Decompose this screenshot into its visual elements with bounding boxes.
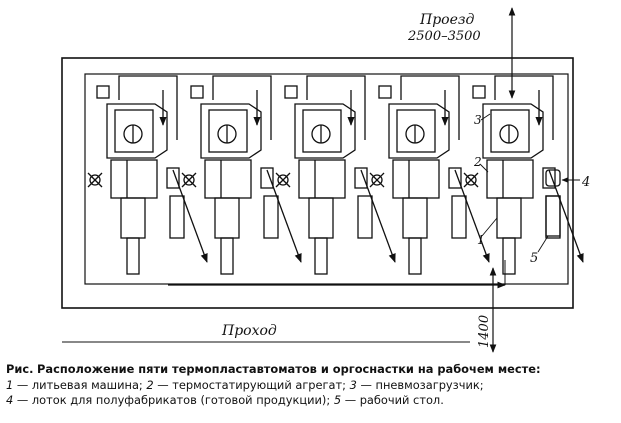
operator-path [454, 169, 490, 263]
injection-cylinder [204, 159, 252, 199]
feed-pipe [118, 75, 178, 140]
thermostat-unit [451, 195, 467, 239]
caption-legend-line-1: 1 — литьевая машина; 2 — термостатирующи… [6, 378, 618, 394]
feed-pipe [306, 75, 366, 140]
tray-box [542, 167, 556, 189]
mold-inner [114, 109, 154, 153]
mold-head [294, 103, 356, 159]
hopper-square [190, 85, 204, 99]
operator-path [360, 169, 396, 263]
machine-1 [87, 75, 208, 275]
prokhod-label: Проход [221, 323, 277, 339]
operator-path [266, 169, 302, 263]
valve-icon [183, 174, 195, 186]
inner-work-area [84, 73, 569, 285]
screw-housing [308, 197, 334, 239]
legend-2-num: 2 [146, 377, 154, 392]
machines-group [87, 75, 584, 275]
callout-1: 1 [477, 233, 485, 247]
machine-4 [369, 75, 490, 275]
mold-head [388, 103, 450, 159]
feed-pipe [494, 75, 554, 140]
tray-box [354, 167, 368, 189]
screw-housing [496, 197, 522, 239]
operator-path [548, 169, 584, 263]
injection-cylinder [486, 159, 534, 199]
product-tray [545, 169, 561, 187]
valve-cross-b [181, 172, 197, 188]
mold-inner [490, 109, 530, 153]
callout-1-leader [481, 217, 498, 237]
legend-5-text: — рабочий стол. [344, 393, 444, 407]
tray-box [260, 167, 274, 189]
valve-cross-b [275, 172, 291, 188]
screw-housing [402, 197, 428, 239]
caption-title-line: Рис. Расположение пяти термопластавтомат… [6, 362, 618, 378]
proezd-label: Проезд [419, 12, 475, 28]
figure-caption: Рис. Расположение пяти термопластавтомат… [6, 362, 618, 409]
valve-icon [465, 174, 477, 186]
machine-3 [275, 75, 396, 275]
callout-5: 5 [530, 251, 538, 266]
callout-2-leader [479, 163, 489, 173]
hopper-square [284, 85, 298, 99]
valve-icon [277, 174, 289, 186]
mold-inner [396, 109, 436, 153]
mold-inner [302, 109, 342, 153]
valve-icon [89, 174, 101, 186]
drive-shaft [314, 237, 328, 275]
valve-cross-b [463, 172, 479, 188]
callout-2: 2 [473, 155, 482, 169]
caption-legend-line-2: 4 — лоток для полуфабрикатов (готовой пр… [6, 393, 618, 409]
mold-head [482, 103, 544, 159]
legend-1-text: — литьевая машина; [16, 377, 143, 392]
drive-shaft [126, 237, 140, 275]
drive-shaft [502, 237, 516, 275]
injection-cylinder [110, 159, 158, 199]
legend-5-num: 5 [333, 393, 342, 407]
feed-pipe [212, 75, 272, 140]
drive-shaft [408, 237, 422, 275]
thermostat-unit [545, 195, 561, 239]
machine-2 [181, 75, 302, 275]
legend-1-num: 1 [6, 377, 14, 392]
dim-1400-label: 1400 [477, 315, 492, 348]
callout-4: 4 [581, 175, 590, 190]
tray-box [448, 167, 462, 189]
mold-head [200, 103, 262, 159]
callout-3: 3 [474, 113, 482, 127]
legend-3-text: — пневмозагрузчик; [360, 377, 484, 392]
outer-boundary [61, 57, 574, 309]
caption-prefix: Рис. [6, 362, 34, 376]
callout-3-leader [480, 113, 491, 121]
hopper-square [96, 85, 110, 99]
work-table [545, 195, 561, 237]
screw-housing [214, 197, 240, 239]
operator-path [172, 169, 208, 263]
hopper-square [378, 85, 392, 99]
caption-title: Расположение пяти термопластавтоматов и … [37, 362, 541, 376]
thermostat-unit [263, 195, 279, 239]
feed-pipe [400, 75, 460, 140]
mold-head [106, 103, 168, 159]
screw-housing [120, 197, 146, 239]
proezd-dimension: 2500–3500 [407, 29, 481, 44]
valve-cross-b [87, 172, 103, 188]
mold-inner [208, 109, 248, 153]
valve-cross-b [369, 172, 385, 188]
thermostat-unit [169, 195, 185, 239]
callout-5-leader [537, 235, 549, 253]
thermostat-unit [357, 195, 373, 239]
legend-4-text: — лоток для полуфабрикатов (готовой прод… [16, 393, 331, 407]
legend-3-num: 3 [349, 377, 357, 392]
valve-icon [371, 174, 383, 186]
drive-shaft [220, 237, 234, 275]
legend-4-num: 4 [6, 393, 14, 407]
legend-2-text: — термостатирующий агрегат; [157, 377, 346, 392]
injection-cylinder [392, 159, 440, 199]
tray-box [166, 167, 180, 189]
hopper-square [472, 85, 486, 99]
injection-cylinder [298, 159, 346, 199]
